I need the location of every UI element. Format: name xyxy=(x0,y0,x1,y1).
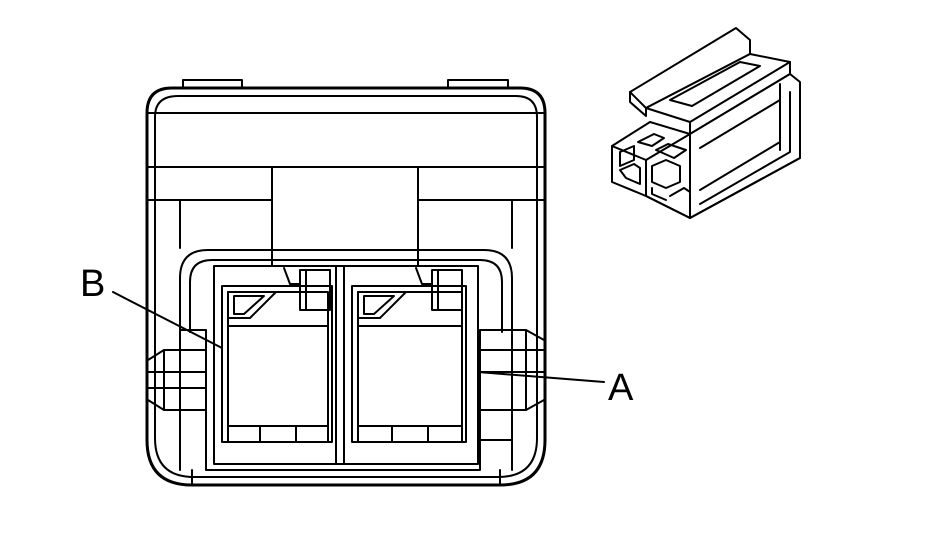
cavity-frame-outer xyxy=(179,249,513,471)
leader-line-b xyxy=(112,291,223,349)
right-side-latch xyxy=(479,329,545,471)
connector-face-view xyxy=(145,79,547,487)
left-side-latch xyxy=(147,329,207,471)
isometric-cavities xyxy=(619,133,691,201)
terminal-cavity-a xyxy=(351,267,467,443)
housing-bottom-details xyxy=(191,469,501,485)
callout-label-b: B xyxy=(80,263,105,305)
leader-line-a xyxy=(477,371,605,383)
top-locking-tabs xyxy=(182,79,509,89)
callout-a: A xyxy=(477,367,634,409)
callout-label-a: A xyxy=(608,367,634,409)
cavity-frame-inner xyxy=(211,259,503,333)
cavity-window xyxy=(213,265,479,465)
center-latch xyxy=(271,166,419,267)
connector-isometric-view xyxy=(611,27,801,219)
callout-b: B xyxy=(80,263,223,349)
terminal-cavity-b xyxy=(221,267,333,443)
housing-bands xyxy=(147,112,545,201)
cavity-divider xyxy=(335,265,345,465)
housing-inner-outline xyxy=(154,95,538,478)
housing-side-lines xyxy=(179,199,513,249)
